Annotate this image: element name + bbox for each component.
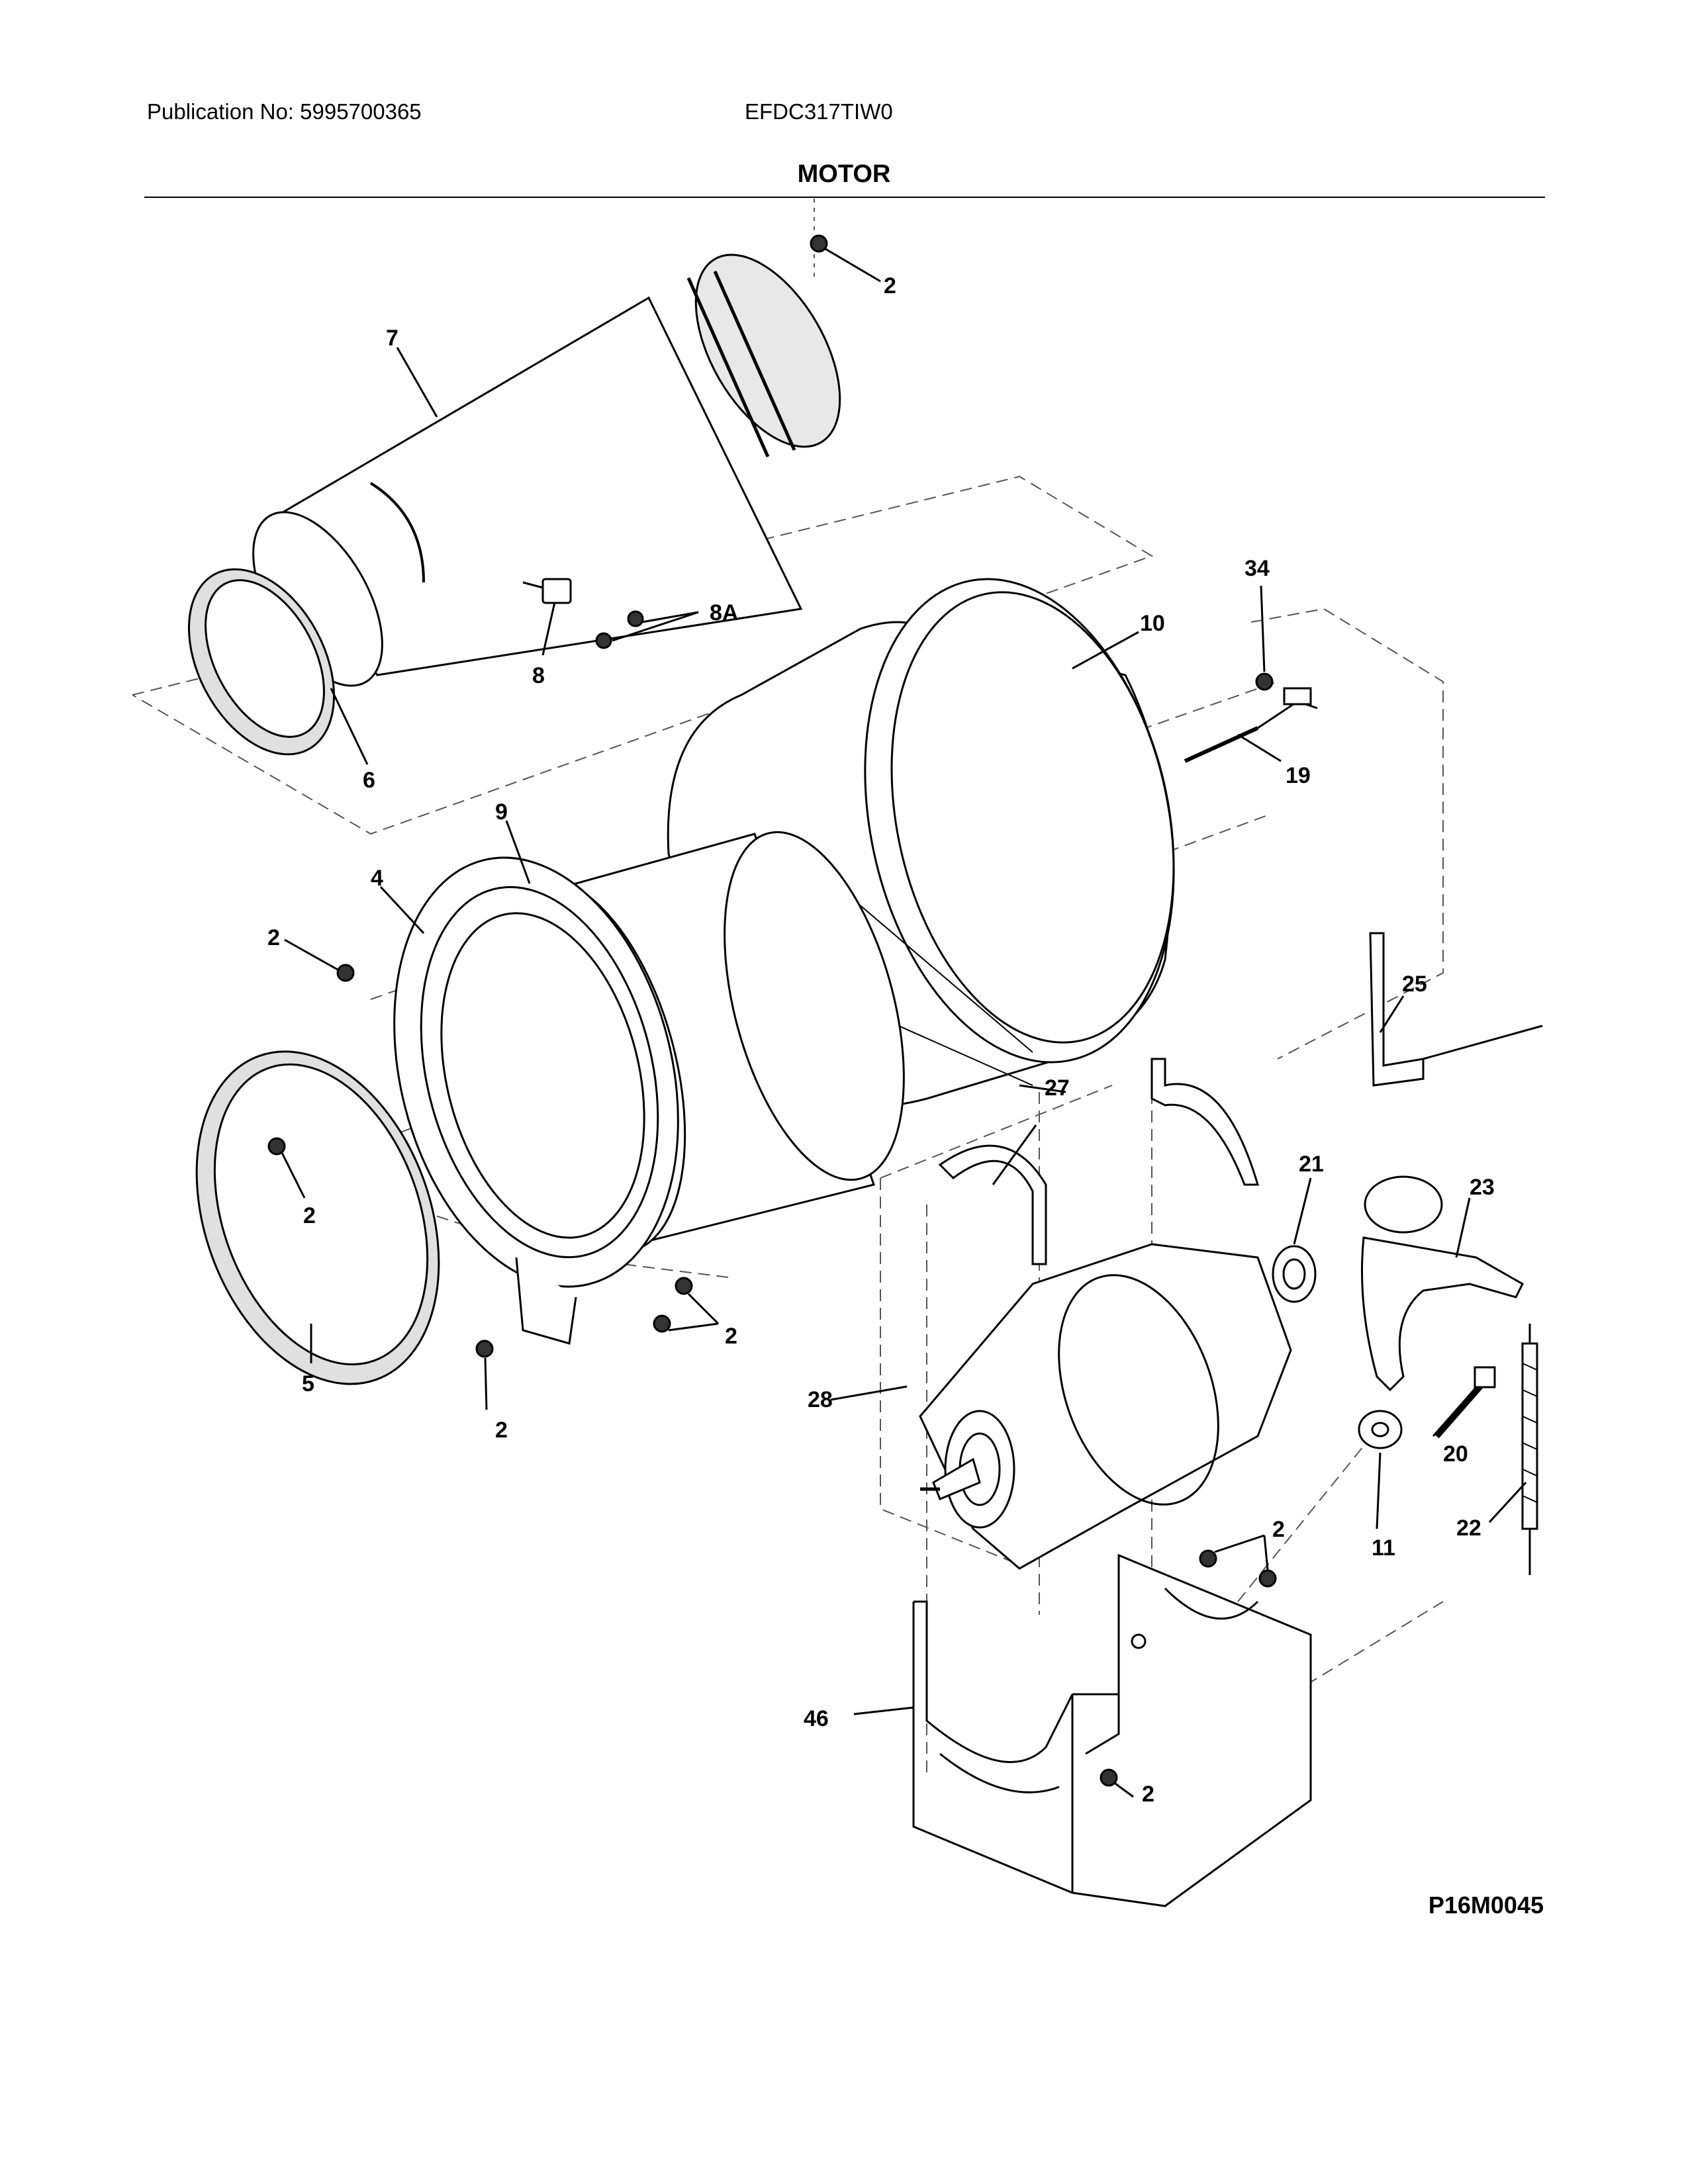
callout-21: 21 bbox=[1299, 1152, 1324, 1177]
shoulder-bolt-part bbox=[1434, 1366, 1496, 1439]
idler-pulley-part bbox=[1358, 1410, 1403, 1449]
callout-34: 34 bbox=[1244, 556, 1270, 581]
callout-7: 7 bbox=[386, 326, 399, 351]
sensor-part bbox=[1184, 672, 1318, 763]
bracket-rod-part bbox=[1369, 932, 1543, 1087]
motor-mount-part bbox=[912, 1553, 1312, 1907]
callout-8a: 8A bbox=[710, 600, 738, 625]
callout-2: 2 bbox=[267, 925, 280, 950]
callout-11: 11 bbox=[1372, 1535, 1395, 1561]
callout-27: 27 bbox=[1045, 1075, 1070, 1101]
publication-number: Publication No: 5995700365 bbox=[147, 99, 422, 124]
bearing-part bbox=[1272, 1245, 1317, 1303]
callout-10: 10 bbox=[1140, 611, 1165, 636]
callout-5: 5 bbox=[302, 1371, 314, 1396]
callout-6: 6 bbox=[363, 768, 375, 793]
callout-2: 2 bbox=[303, 1203, 316, 1228]
callout-8: 8 bbox=[532, 663, 545, 688]
callout-20: 20 bbox=[1443, 1441, 1468, 1467]
screw-parts bbox=[267, 234, 1277, 1787]
callout-2: 2 bbox=[495, 1418, 508, 1443]
callout-22: 22 bbox=[1456, 1516, 1481, 1541]
callout-2: 2 bbox=[1272, 1517, 1285, 1542]
callout-leaders bbox=[280, 247, 1527, 1798]
callout-23: 23 bbox=[1470, 1175, 1495, 1200]
callout-19: 19 bbox=[1286, 763, 1311, 788]
callout-2: 2 bbox=[725, 1324, 737, 1349]
callout-9: 9 bbox=[495, 799, 508, 825]
callout-2: 2 bbox=[884, 273, 896, 298]
section-title: MOTOR bbox=[797, 160, 891, 188]
blower-front-panel-part bbox=[393, 856, 679, 1345]
duct-seal-ring-part bbox=[187, 568, 336, 756]
callout-2: 2 bbox=[1142, 1782, 1154, 1807]
model-number: EFDC317TIW0 bbox=[745, 99, 893, 124]
front-seal-part bbox=[195, 1050, 440, 1385]
callout-4: 4 bbox=[371, 866, 383, 891]
idler-arm-part bbox=[1361, 1175, 1524, 1392]
thermostat-part bbox=[522, 578, 644, 649]
callout-labels: 2 7 8A 8 6 34 10 19 9 4 25 27 21 23 2 2 … bbox=[267, 273, 1495, 1807]
motor-strap-part bbox=[938, 1058, 1260, 1265]
diagram-code: P16M0045 bbox=[1428, 1891, 1544, 1919]
motor-part bbox=[919, 1243, 1292, 1570]
header-rule bbox=[144, 197, 1545, 198]
callout-25: 25 bbox=[1402, 972, 1427, 997]
tension-spring-part bbox=[1521, 1324, 1538, 1575]
vent-duct-part bbox=[252, 253, 841, 687]
callout-46: 46 bbox=[804, 1706, 829, 1731]
callout-28: 28 bbox=[808, 1387, 833, 1412]
